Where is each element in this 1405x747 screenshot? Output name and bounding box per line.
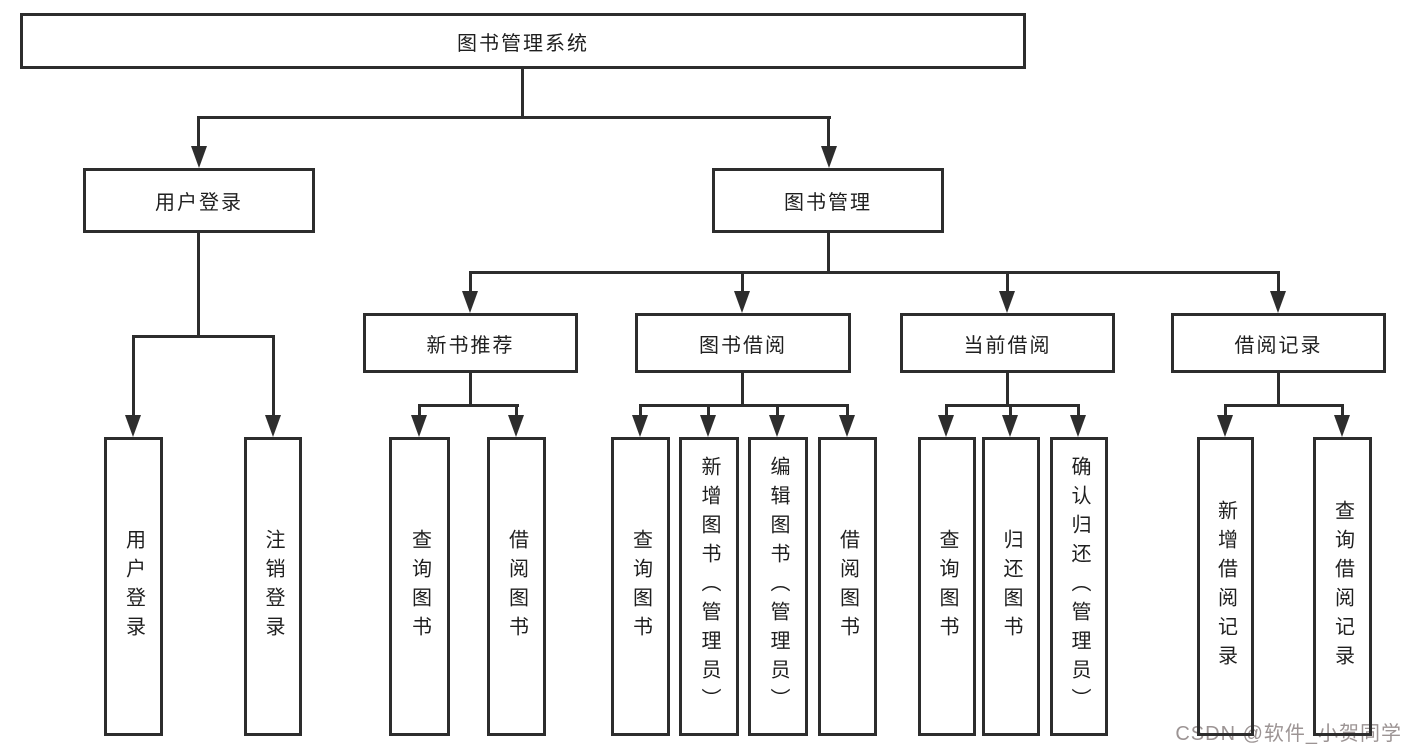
leaf-label: 归还图书 [1000, 528, 1022, 645]
leaf-add-books-admin: 新增图书（管理员） [679, 437, 739, 736]
leaf-label: 借阅图书 [505, 528, 528, 645]
edge-line [1277, 373, 1280, 406]
edge-line [197, 116, 200, 150]
edge-line [827, 116, 830, 150]
edge-line [132, 335, 135, 419]
leaf-label: 查询图书 [936, 528, 958, 645]
leaf-return-books: 归还图书 [982, 437, 1040, 736]
arrow-down-icon [1334, 415, 1350, 437]
node-book-borrowing: 图书借阅 [635, 313, 851, 373]
edge-line [469, 271, 472, 295]
arrow-down-icon [632, 415, 648, 437]
node-label: 新书推荐 [426, 334, 515, 357]
edge-line [1006, 373, 1009, 406]
leaf-query-borrow-record: 查询借阅记录 [1313, 437, 1372, 736]
edge-line [197, 116, 831, 119]
leaf-borrow-books-borrowing: 借阅图书 [818, 437, 877, 736]
arrow-down-icon [769, 415, 785, 437]
arrow-down-icon [734, 291, 750, 313]
edge-line [1006, 271, 1009, 295]
node-label: 图书管理 [784, 192, 872, 214]
leaf-add-borrow-record: 新增借阅记录 [1197, 437, 1254, 736]
edge-line [1224, 404, 1227, 419]
edge-line [469, 373, 472, 406]
leaf-label: 新增图书（管理员） [698, 456, 720, 717]
arrow-down-icon [411, 415, 427, 437]
node-borrowing-records: 借阅记录 [1171, 313, 1386, 373]
leaf-label: 新增借阅记录 [1214, 499, 1237, 674]
leaf-label: 确认归还（管理员） [1068, 456, 1090, 717]
leaf-edit-books-admin: 编辑图书（管理员） [748, 437, 808, 736]
node-label: 当前借阅 [963, 334, 1052, 357]
leaf-label: 用户登录 [122, 528, 145, 645]
leaf-label: 查询借阅记录 [1331, 499, 1354, 674]
arrow-down-icon [999, 291, 1015, 313]
watermark: CSDN @软件_小贺同学 [1175, 723, 1402, 745]
leaf-label: 查询图书 [408, 528, 431, 645]
edge-line [945, 404, 1080, 407]
leaf-label: 注销登录 [262, 528, 284, 645]
edge-line [418, 404, 421, 419]
node-label: 图书借阅 [699, 334, 787, 357]
leaf-label: 借阅图书 [836, 528, 859, 645]
arrow-down-icon [938, 415, 954, 437]
arrow-down-icon [821, 146, 837, 168]
edge-line [469, 271, 1280, 274]
arrow-down-icon [1070, 415, 1086, 437]
arrow-down-icon [700, 415, 716, 437]
arrow-down-icon [1270, 291, 1286, 313]
edge-line [515, 404, 518, 419]
arrow-down-icon [1217, 415, 1233, 437]
leaf-logout: 注销登录 [244, 437, 302, 736]
node-book-management: 图书管理 [712, 168, 944, 233]
edge-line [1077, 404, 1080, 419]
arrow-down-icon [462, 291, 478, 313]
edge-line [707, 404, 710, 419]
leaf-label: 编辑图书（管理员） [767, 456, 789, 717]
leaf-query-books-borrowing: 查询图书 [611, 437, 670, 736]
arrow-down-icon [265, 415, 281, 437]
leaf-user-login: 用户登录 [104, 437, 163, 736]
node-label: 用户登录 [155, 192, 243, 214]
edge-line [132, 335, 275, 338]
leaf-borrow-books-recommend: 借阅图书 [487, 437, 546, 736]
edge-line [741, 271, 744, 295]
arrow-down-icon [191, 146, 207, 168]
node-library-management-system: 图书管理系统 [20, 13, 1026, 69]
arrow-down-icon [508, 415, 524, 437]
edge-line [827, 233, 830, 273]
arrow-down-icon [1002, 415, 1018, 437]
arrow-down-icon [839, 415, 855, 437]
edge-line [776, 404, 779, 419]
node-label: 图书管理系统 [457, 32, 589, 55]
node-new-book-recommendation: 新书推荐 [363, 313, 578, 373]
edge-line [521, 69, 524, 117]
arrow-down-icon [125, 415, 141, 437]
node-current-borrowing: 当前借阅 [900, 313, 1115, 373]
edge-line [846, 404, 849, 419]
leaf-label: 查询图书 [629, 528, 652, 645]
edge-line [945, 404, 948, 419]
edge-line [1009, 404, 1012, 419]
edge-line [1277, 271, 1280, 295]
edge-line [418, 404, 519, 407]
node-user-login: 用户登录 [83, 168, 315, 233]
edge-line [197, 233, 200, 337]
leaf-confirm-return-admin: 确认归还（管理员） [1050, 437, 1108, 736]
edge-line [272, 335, 275, 419]
leaf-query-books-current: 查询图书 [918, 437, 976, 736]
leaf-query-books-recommend: 查询图书 [389, 437, 450, 736]
edge-line [1341, 404, 1344, 419]
edge-line [639, 404, 849, 407]
edge-line [741, 373, 744, 406]
edge-line [639, 404, 642, 419]
edge-line [1224, 404, 1344, 407]
node-label: 借阅记录 [1234, 334, 1323, 357]
